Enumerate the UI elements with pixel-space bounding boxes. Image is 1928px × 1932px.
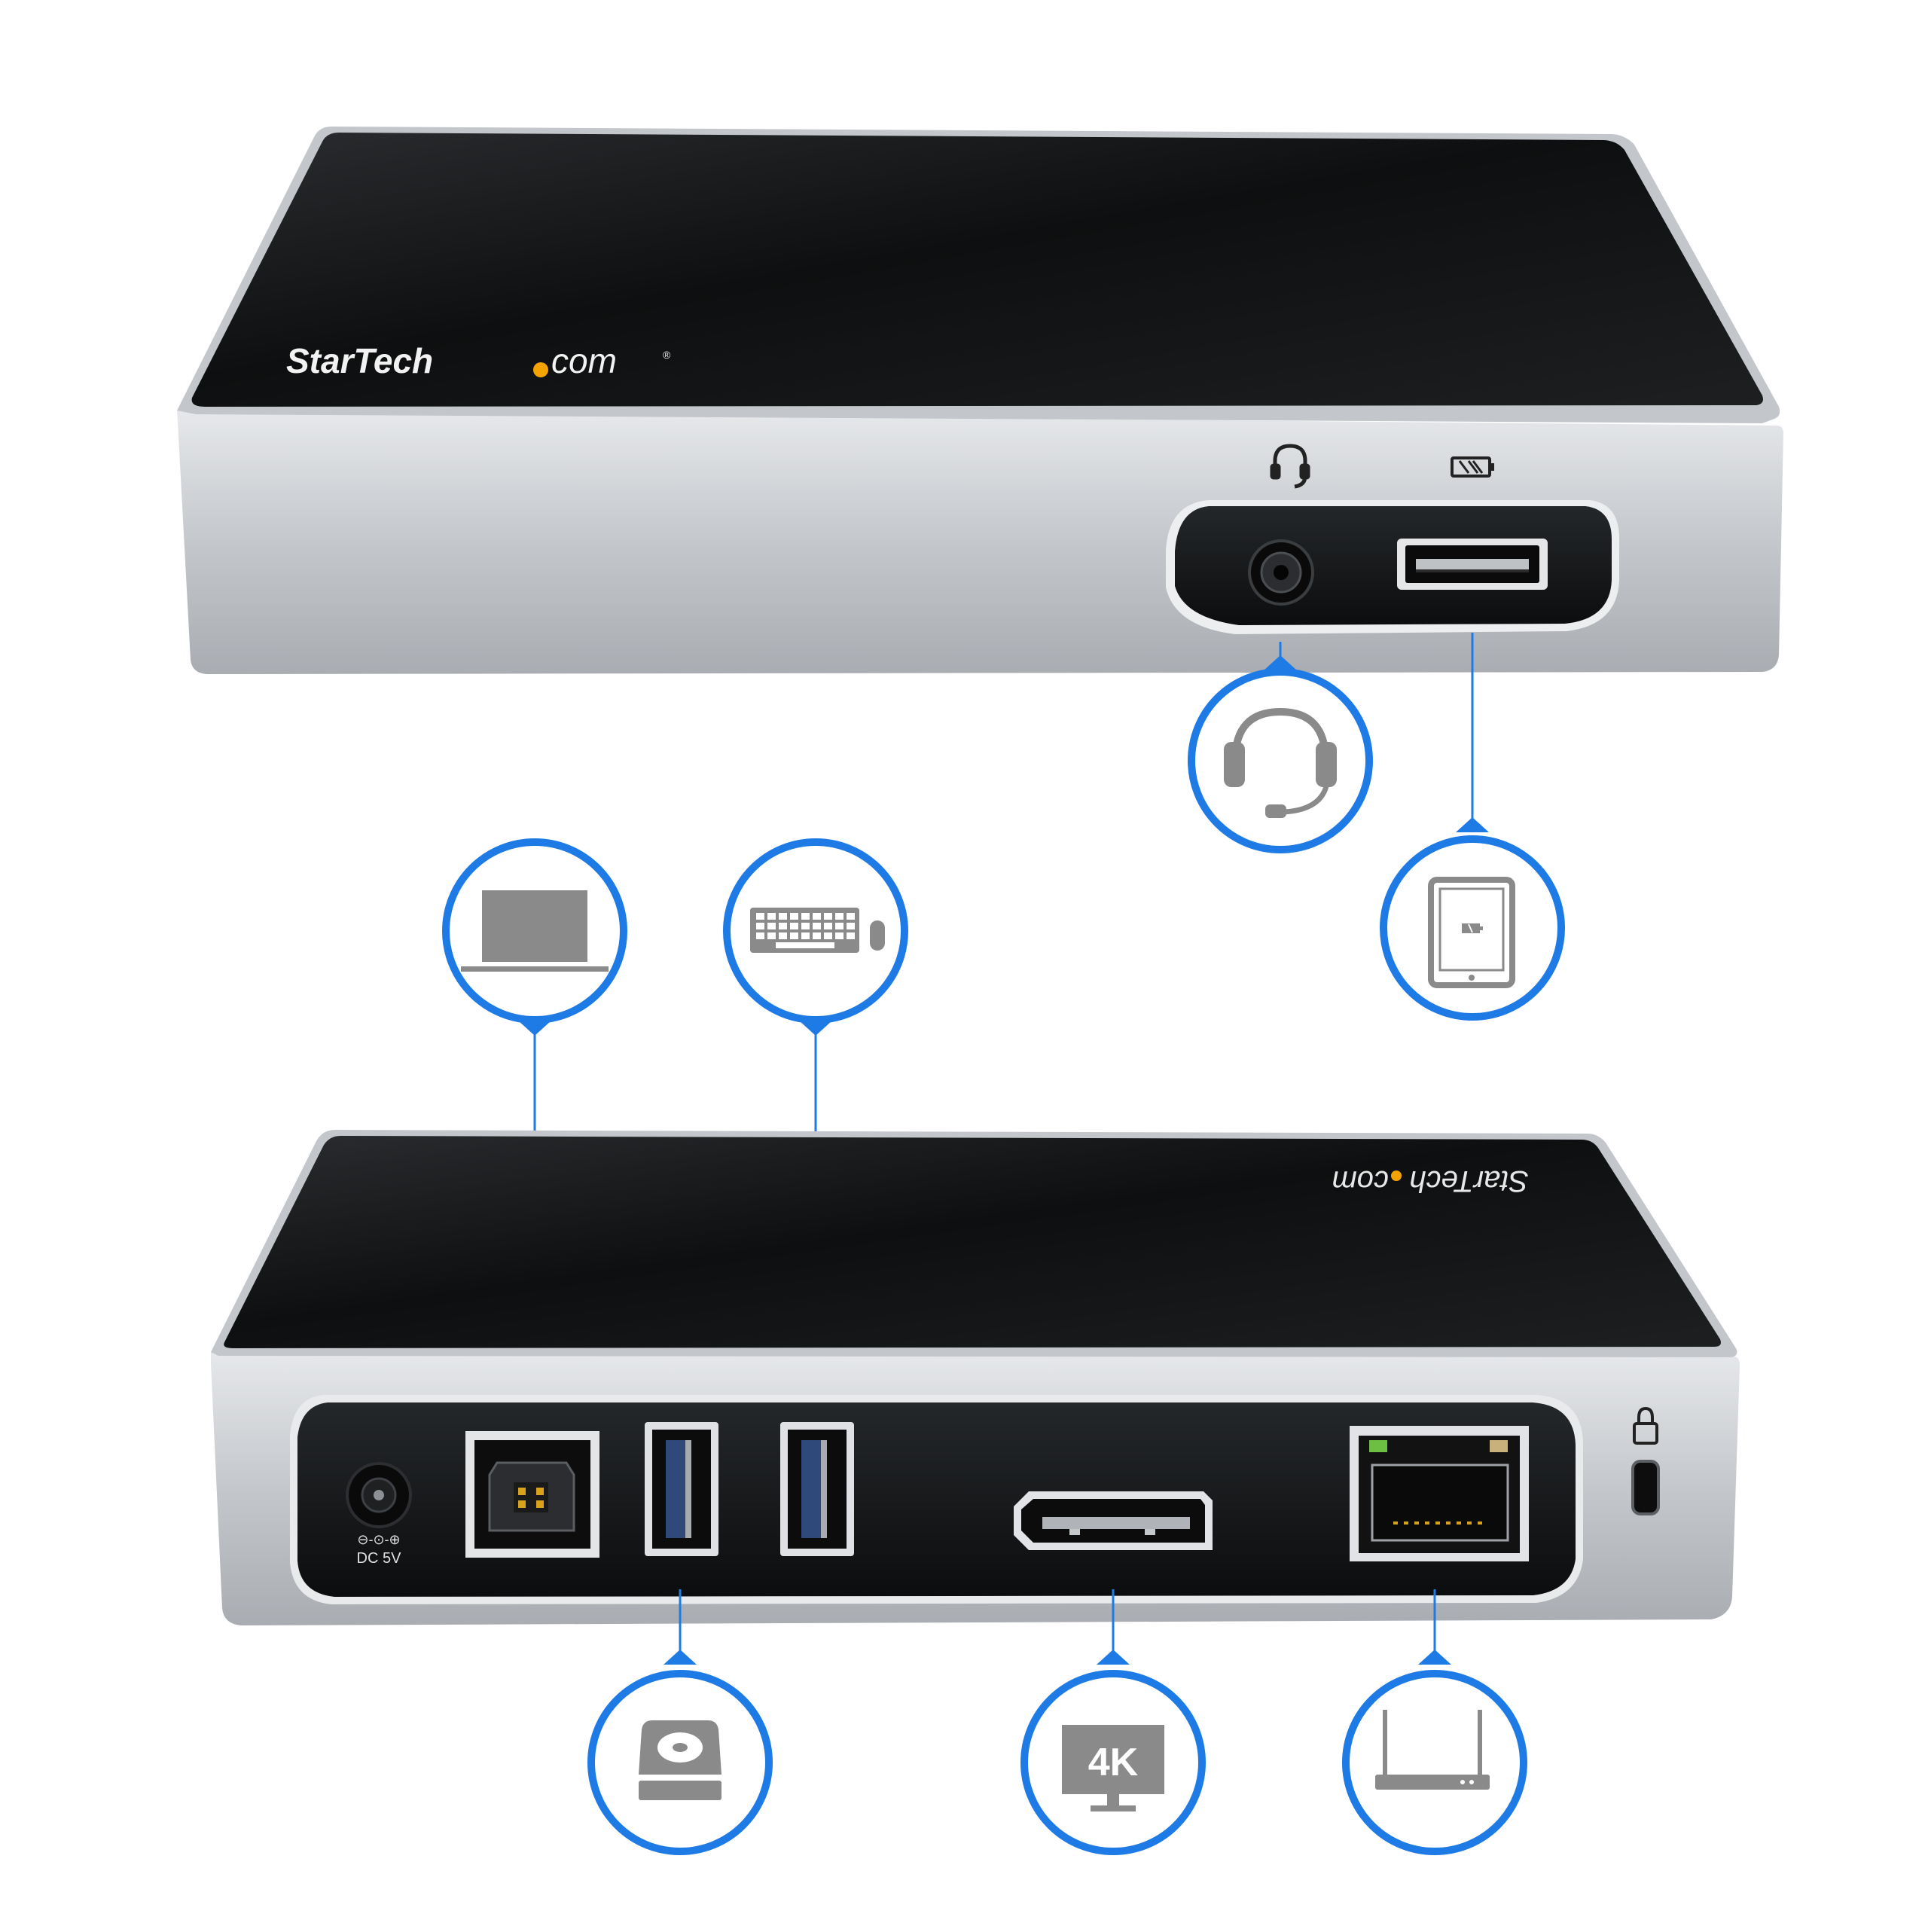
brand-name: StarTech xyxy=(286,341,433,380)
brand-suffix-mirrored: com xyxy=(1332,1164,1389,1198)
lock-icon xyxy=(1633,1406,1658,1445)
rear-top-black-surface xyxy=(224,1136,1722,1348)
router-icon xyxy=(1375,1710,1490,1790)
dc-power-port[interactable] xyxy=(346,1462,412,1528)
brand-name-mirrored: StarTech xyxy=(1409,1164,1529,1198)
front-port-panel xyxy=(1166,500,1619,634)
callout-4k-monitor: 4K xyxy=(1020,1670,1206,1855)
brand-dot-mirrored xyxy=(1391,1170,1402,1181)
dc-polarity-symbol: ⊖-⊙-⊕ xyxy=(357,1532,400,1547)
dock-rear-view: StarTech com ⊖-⊙-⊕ DC 5V xyxy=(211,1130,1740,1625)
usb-a-port-1[interactable] xyxy=(645,1422,718,1556)
usb-b-upstream-port[interactable] xyxy=(465,1431,599,1558)
callout-keyboard xyxy=(723,838,908,1024)
charging-usb-port[interactable] xyxy=(1397,539,1548,590)
hard-drive-icon xyxy=(639,1720,721,1800)
headset-icon xyxy=(1224,707,1337,818)
callout-tablet xyxy=(1380,835,1565,1021)
security-lock-slot[interactable] xyxy=(1631,1460,1660,1515)
rear-port-panel: ⊖-⊙-⊕ DC 5V xyxy=(290,1395,1660,1604)
top-black-surface xyxy=(191,133,1764,407)
keyboard-mouse-icon xyxy=(750,908,885,953)
brand-dot xyxy=(533,362,548,377)
ethernet-port[interactable] xyxy=(1350,1426,1529,1561)
brand-suffix: com xyxy=(551,341,617,380)
callout-lines-top xyxy=(1264,633,1489,832)
callout-lines-bottom xyxy=(664,1589,1451,1665)
activity-led xyxy=(1490,1440,1508,1452)
charging-battery-icon xyxy=(1451,456,1494,478)
callout-laptop xyxy=(442,838,627,1024)
callout-hard-drive xyxy=(587,1670,773,1855)
monitor-4k-icon: 4K xyxy=(1062,1725,1164,1811)
tablet-charging-icon xyxy=(1428,877,1515,988)
brand-trademark: ® xyxy=(663,349,671,361)
displayport-port[interactable] xyxy=(1014,1491,1213,1550)
dc-voltage-label: DC 5V xyxy=(357,1550,402,1567)
laptop-icon xyxy=(461,890,609,972)
headphone-icon xyxy=(1270,444,1310,489)
dock-front-view: StarTech com ® xyxy=(177,127,1783,674)
monitor-resolution-label: 4K xyxy=(1088,1741,1139,1784)
callout-router xyxy=(1342,1670,1527,1855)
callout-headset xyxy=(1188,668,1373,853)
link-led xyxy=(1369,1440,1387,1452)
brand-logo-mirrored: StarTech com xyxy=(1332,1164,1529,1198)
brand-logo: StarTech com ® xyxy=(286,341,671,380)
audio-jack-port[interactable] xyxy=(1248,539,1314,606)
usb-a-port-2[interactable] xyxy=(780,1422,854,1556)
